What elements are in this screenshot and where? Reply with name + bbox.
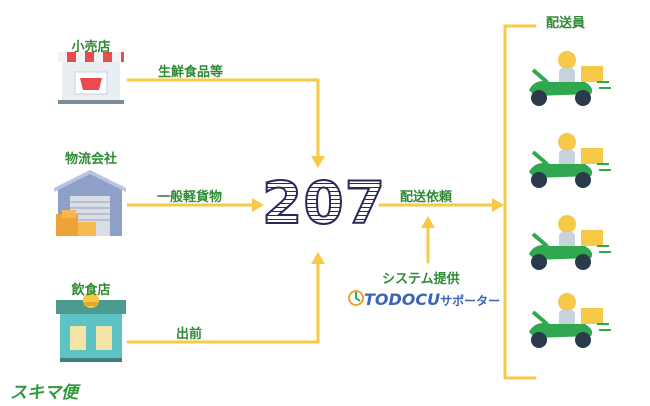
source-label-logistics: 物流会社 [64, 152, 117, 167]
system-label: システム提供 [382, 272, 460, 287]
restaurant-icon [56, 292, 126, 362]
warehouse-icon [54, 170, 126, 236]
courier-bracket [503, 24, 537, 380]
hub-label-hatch: 207 [262, 169, 387, 237]
todocu-logo-icon [348, 290, 364, 306]
courier-scooter-4 [529, 293, 611, 348]
request-label: 配送依頼 [400, 190, 453, 205]
arrow-retail [126, 78, 320, 160]
todocu-logo-sub: サポーター [440, 294, 501, 308]
goods-label-retail: 生鮮食品等 [158, 65, 224, 80]
todocu-logo: TODOCUサポーター [364, 290, 500, 309]
shop-icon [58, 52, 124, 104]
courier-scooter-1 [529, 51, 611, 106]
source-label-retail: 小売店 [71, 40, 111, 55]
todocu-logo-main: TODOCU [364, 290, 441, 309]
goods-label-logistics: 一般軽貨物 [157, 190, 223, 205]
hub-label: 207 [261, 173, 386, 233]
courier-scooter-3 [529, 215, 611, 270]
arrow-restaurant [126, 260, 320, 344]
courier-scooter-2 [529, 133, 611, 188]
brand-logo: スキマ便 [10, 383, 78, 403]
goods-label-restaurant: 出前 [176, 327, 203, 342]
source-label-restaurant: 飲食店 [71, 283, 111, 298]
couriers-label: 配送員 [546, 16, 586, 31]
